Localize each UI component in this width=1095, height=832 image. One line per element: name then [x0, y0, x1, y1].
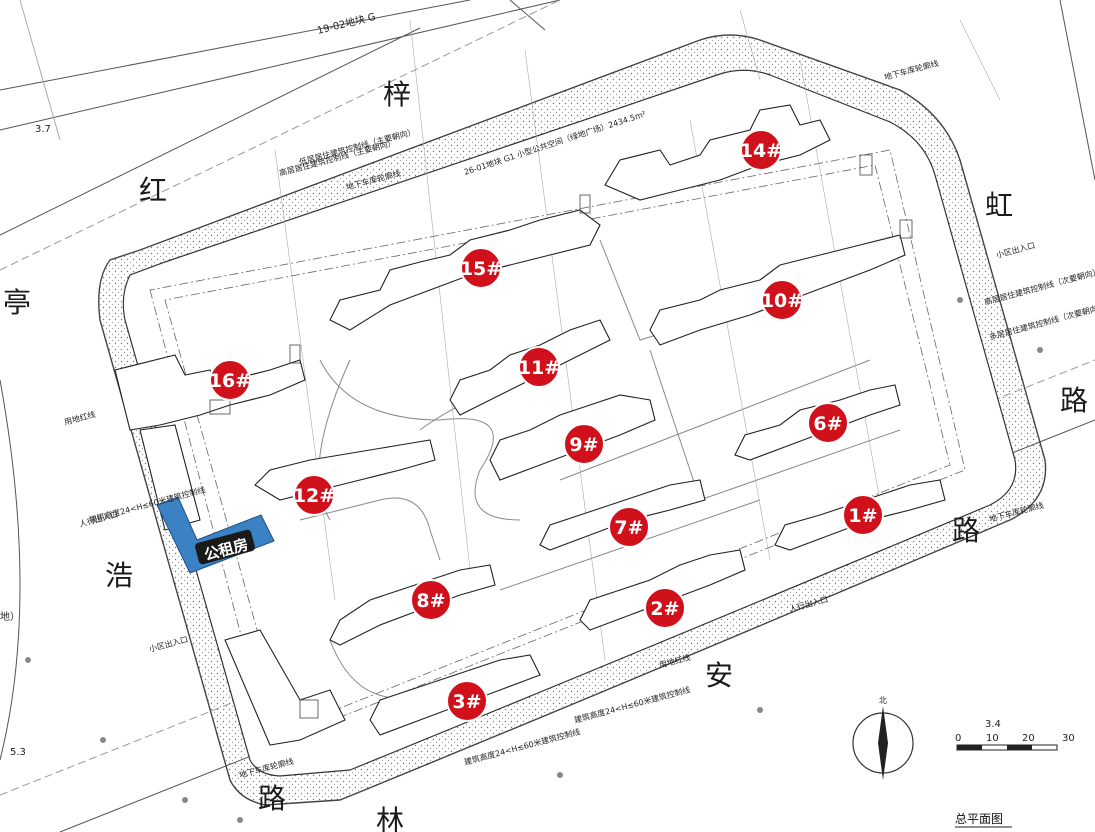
annotation-redline-left: 用地红线 [63, 409, 96, 427]
scatter-dots [25, 297, 1043, 823]
road-char-zi: 梓 [383, 78, 411, 111]
road-char-ting: 亭 [3, 286, 31, 319]
building-details [209, 154, 913, 719]
building-marker: 7# [608, 506, 650, 548]
annotation-setback-right: 高层居住建筑控制线（次要朝向） [983, 266, 1095, 307]
road-char-lu-mid: 路 [952, 514, 980, 547]
top-parcel-label: 19-02地块 G [316, 10, 377, 37]
building-marker-circle [209, 359, 251, 401]
building-marker-circle [608, 506, 650, 548]
plan-title: 总平面图 [955, 812, 1003, 826]
building-marker: 9# [563, 423, 605, 465]
building-marker: 15# [460, 247, 502, 289]
building-marker-label: 1# [848, 505, 877, 527]
building-marker: 1# [842, 494, 884, 536]
building-marker-label: 10# [761, 290, 803, 312]
building-marker-circle [410, 579, 452, 621]
road-char-hong-right: 虹 [985, 189, 1013, 222]
building-marker: 6# [807, 402, 849, 444]
building-marker-label: 11# [518, 357, 560, 379]
north-label: 北 [879, 696, 887, 705]
building-marker-circle [740, 129, 782, 171]
small-number-bl: 5.3 [10, 747, 26, 758]
building-marker-label: 12# [293, 485, 335, 507]
building-markers: 1# 2# 3# 6# 7# 8# 9# 10# 11# 12# 14# 15# 16# [209, 129, 884, 722]
building-marker: 14# [740, 129, 782, 171]
edge-di-label: 地） [0, 610, 20, 623]
building-marker-circle [460, 247, 502, 289]
building-marker-circle [563, 423, 605, 465]
building-marker-label: 7# [614, 517, 643, 539]
road-char-lin: 林 [376, 804, 404, 832]
building-marker-circle [807, 402, 849, 444]
building-marker-label: 2# [650, 598, 679, 620]
building-marker-circle [644, 587, 686, 629]
scale-tick-10: 10 [986, 733, 999, 744]
road-char-an: 安 [705, 659, 733, 692]
building-marker-circle [518, 346, 560, 388]
building-marker: 16# [209, 359, 251, 401]
building-marker: 12# [293, 474, 335, 516]
scale-tick-0: 0 [955, 733, 961, 744]
road-char-hao: 浩 [105, 559, 133, 592]
public-rental-building [156, 496, 275, 574]
building-marker: 10# [761, 279, 803, 321]
building-marker-label: 6# [813, 413, 842, 435]
annotation-garage-top: 地下车库轮廓线 [883, 58, 940, 82]
road-char-lu-left: 路 [258, 782, 286, 815]
building-marker-circle [842, 494, 884, 536]
road-char-lu-right: 路 [1060, 384, 1088, 417]
building-marker: 11# [518, 346, 560, 388]
building-marker: 3# [446, 680, 488, 722]
building-marker-circle [446, 680, 488, 722]
gate-community-right: 小区出入口 [995, 240, 1036, 260]
building-marker-label: 3# [452, 691, 481, 713]
north-arrow: 北 [852, 696, 914, 780]
building-marker: 8# [410, 579, 452, 621]
scale-bar: 0 10 20 30 [955, 733, 1075, 751]
building-marker-circle [761, 279, 803, 321]
building-marker-label: 9# [569, 434, 598, 456]
scale-tick-30: 30 [1062, 733, 1075, 744]
building-marker: 2# [644, 587, 686, 629]
scale-tick-20: 20 [1022, 733, 1035, 744]
building-marker-circle [293, 474, 335, 516]
small-number-br: 3.4 [985, 719, 1001, 730]
building-marker-label: 14# [740, 140, 782, 162]
gate-community-left: 小区出入口 [148, 634, 189, 654]
building-marker-label: 15# [460, 258, 502, 280]
small-number-top: 3.7 [35, 124, 51, 135]
road-char-hong-left: 红 [139, 174, 167, 207]
building-marker-label: 8# [416, 590, 445, 612]
building-marker-label: 16# [209, 370, 251, 392]
